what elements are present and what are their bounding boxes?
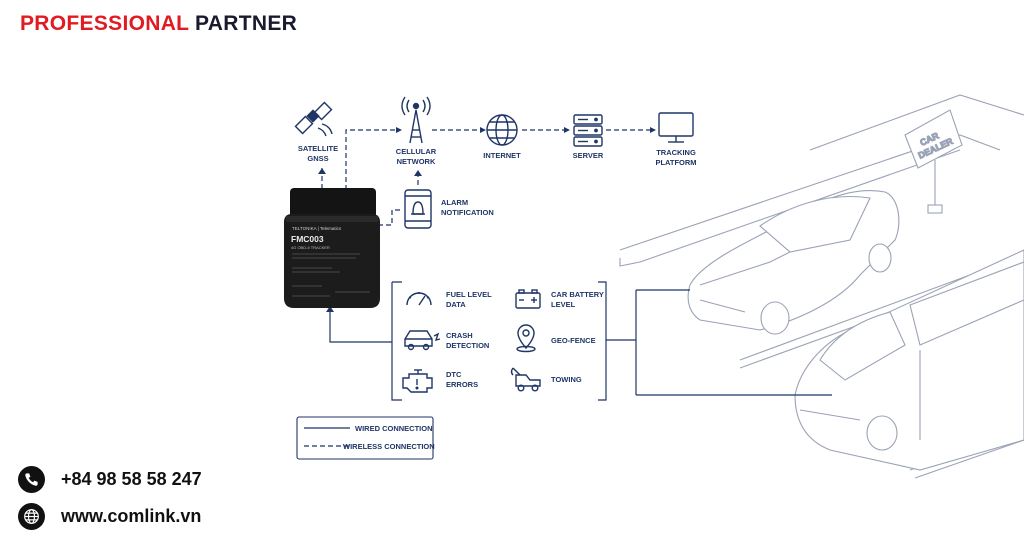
location-pin-icon [516, 324, 536, 353]
label-battery-2: LEVEL [551, 300, 576, 309]
label-cellular-2: NETWORK [397, 157, 436, 166]
label-server: SERVER [573, 151, 604, 160]
label-alarm-2: NOTIFICATION [441, 208, 494, 217]
label-fuel-2: DATA [446, 300, 466, 309]
device-brand: TELTONIKA | Telematics [292, 226, 342, 231]
label-battery-1: CAR BATTERY [551, 290, 604, 299]
satellite-icon [294, 101, 333, 137]
globe-web-icon [18, 503, 45, 530]
brand-title: PROFESSIONAL PARTNER [20, 12, 297, 36]
label-satellite-1: SATELLITE [298, 144, 338, 153]
label-alarm-1: ALARM [441, 198, 468, 207]
label-dtc-1: DTC [446, 370, 462, 379]
label-cellular-1: CELLULAR [396, 147, 437, 156]
website-link[interactable]: www.comlink.vn [61, 506, 202, 526]
fmc003-device: TELTONIKA | Telematics FMC003 4G OBD-II … [284, 188, 380, 308]
gauge-icon [406, 292, 432, 306]
monitor-icon [658, 112, 694, 143]
label-dtc-2: ERRORS [446, 380, 478, 389]
label-towing: TOWING [551, 375, 582, 384]
label-geofence: GEO-FENCE [551, 336, 596, 345]
phone-number[interactable]: +84 98 58 58 247 [61, 469, 202, 489]
legend-wired: WIRED CONNECTION [355, 424, 433, 433]
server-icon [573, 114, 603, 147]
label-tracking-2: PLATFORM [655, 158, 696, 167]
label-tracking-1: TRACKING [656, 148, 696, 157]
crash-car-icon [404, 330, 441, 351]
label-internet: INTERNET [483, 151, 521, 160]
label-satellite-2: GNSS [307, 154, 328, 163]
label-crash-1: CRASH [446, 331, 473, 340]
legend-wireless: WIRELESS CONNECTION [343, 442, 435, 451]
legend: WIRED CONNECTION WIRELESS CONNECTION [296, 416, 435, 460]
sedan-car [687, 190, 900, 335]
cell-tower-icon [401, 96, 431, 144]
phone-alarm-icon [404, 189, 432, 229]
node-labels: SATELLITE GNSS CELLULAR NETWORK INTERNET… [298, 144, 697, 167]
arrows [318, 127, 656, 312]
contact-web-row: www.comlink.vn [18, 503, 201, 530]
engine-icon [402, 369, 433, 393]
device-sub: 4G OBD-II TRACKER [291, 245, 330, 250]
globe-icon [486, 114, 518, 146]
connections [321, 129, 832, 401]
feature-labels: ALARM NOTIFICATION FUEL LEVEL DATA CAR B… [441, 198, 604, 389]
phone-icon [18, 466, 45, 493]
contact-phone-row: +84 98 58 58 247 [18, 466, 202, 493]
device-model: FMC003 [291, 234, 324, 244]
label-crash-2: DETECTION [446, 341, 489, 350]
car-battery-icon [515, 289, 541, 309]
brand-word-professional: PROFESSIONAL [20, 12, 189, 35]
car-dealer-sign: CAR DEALER [904, 109, 963, 214]
label-fuel-1: FUEL LEVEL [446, 290, 492, 299]
van-vehicle [794, 249, 1024, 471]
tow-truck-icon [510, 367, 541, 392]
brand-word-partner: PARTNER [195, 12, 298, 35]
